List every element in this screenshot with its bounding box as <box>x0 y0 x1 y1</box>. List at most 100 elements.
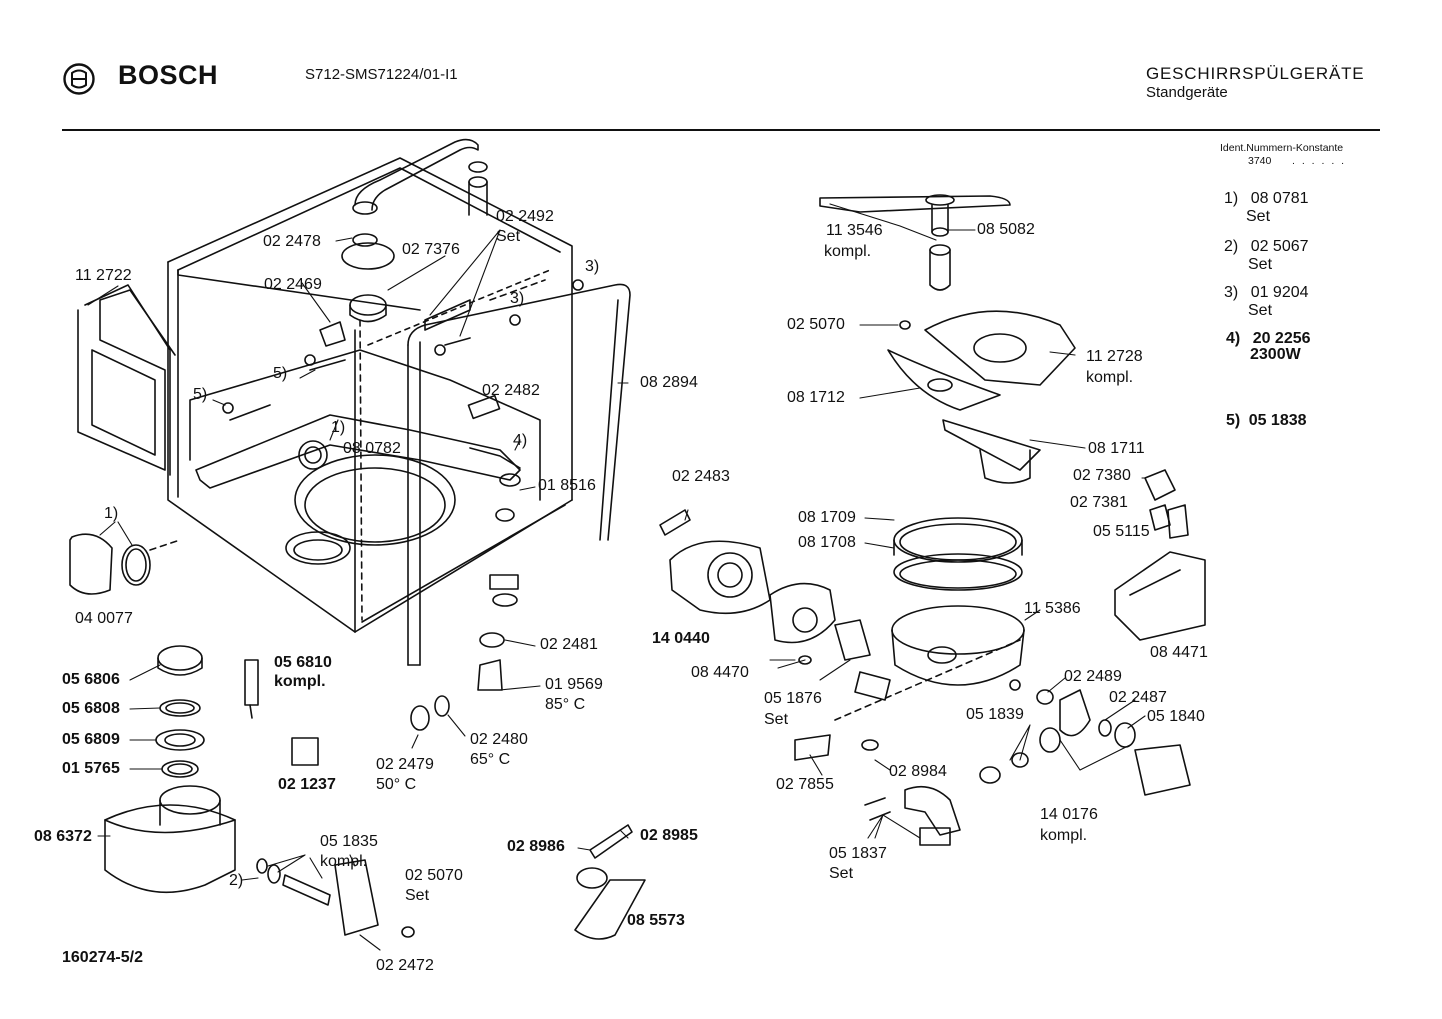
part-label: 05 1840 <box>1147 708 1205 725</box>
part-label: 02 2480 <box>470 731 528 748</box>
part-label-note: kompl. <box>824 243 872 260</box>
part-label: 02 2478 <box>263 233 321 250</box>
part-label: 01 9569 <box>545 676 603 693</box>
legend-item: 1) 08 0781 Set <box>1224 190 1309 226</box>
ident-code: 3740 <box>1248 155 1272 167</box>
part-label: 11 2728 <box>1086 348 1143 365</box>
legend-item: 4) 20 2256 2300W <box>1226 330 1311 364</box>
part-label: 02 2469 <box>264 276 322 293</box>
legend-code: 01 9204 <box>1250 284 1309 301</box>
model-number: S712-SMS71224/01-I1 <box>305 66 458 83</box>
legend-num: 5) <box>1226 412 1241 429</box>
part-label: 02 7855 <box>776 776 834 793</box>
part-label: 1) <box>331 419 346 436</box>
part-label: 01 8516 <box>538 477 596 494</box>
part-label: 05 1835 <box>320 833 378 850</box>
part-label: 02 5070 <box>787 316 845 333</box>
legend-note: Set <box>1246 208 1271 225</box>
legend-num: 1) <box>1224 190 1239 207</box>
part-label: 08 5573 <box>627 912 685 929</box>
part-label: 05 1839 <box>966 706 1024 723</box>
part-label: 02 7376 <box>402 241 460 258</box>
part-label: 05 1837 <box>829 845 887 862</box>
part-label: 08 4470 <box>691 664 749 681</box>
legend-item: 2) 02 5067 Set <box>1224 238 1309 274</box>
legend-num: 2) <box>1224 238 1239 255</box>
part-label-note: 65° C <box>470 751 511 768</box>
spray-arm-drawing <box>819 194 1011 291</box>
part-label: 02 2481 <box>540 636 598 653</box>
part-label-note: 50° C <box>376 776 417 793</box>
legend-code: 02 5067 <box>1250 238 1309 255</box>
part-label: 08 6372 <box>34 828 92 845</box>
legend-code: 20 2256 <box>1252 330 1311 347</box>
filter-assembly-drawing <box>887 310 1206 691</box>
legend-num: 3) <box>1224 284 1239 301</box>
legend-code: 05 1838 <box>1248 412 1307 429</box>
part-label: 08 1711 <box>1088 440 1145 457</box>
part-label: 08 1709 <box>798 509 856 526</box>
door-seal-drawing <box>77 284 176 476</box>
part-label: 02 1237 <box>278 776 336 793</box>
part-label: 11 2722 <box>75 267 132 284</box>
part-label: 08 4471 <box>1150 644 1208 661</box>
subcategory-title: Standgeräte <box>1146 84 1228 101</box>
left-parts-drawing <box>69 533 450 938</box>
bosch-logo-icon <box>63 63 95 95</box>
legend-note: Set <box>1248 302 1273 319</box>
legend-item: 3) 01 9204 Set <box>1224 284 1309 320</box>
part-label-note: kompl. <box>1040 827 1088 844</box>
part-label: 1) <box>104 505 119 522</box>
part-label: 11 5386 <box>1024 600 1081 617</box>
pump-drawing <box>659 509 1191 846</box>
part-label: 05 6808 <box>62 700 120 717</box>
part-label: 02 7381 <box>1070 494 1128 511</box>
part-label: 3) <box>510 290 525 307</box>
part-label: 08 0782 <box>343 440 401 457</box>
part-label-note: kompl. <box>320 853 368 870</box>
ident-label: Ident.Nummern-Konstante <box>1220 142 1344 154</box>
part-label: 4) <box>513 432 528 449</box>
part-label: 05 6809 <box>62 731 120 748</box>
part-label-note: Set <box>829 865 854 882</box>
part-label: 05 6806 <box>62 671 120 688</box>
ident-dots: . . . . . . <box>1292 155 1347 167</box>
part-label: 02 2482 <box>482 382 540 399</box>
part-label: 02 2492 <box>496 208 554 225</box>
part-label: 14 0440 <box>652 630 710 647</box>
part-label: 08 2894 <box>640 374 698 391</box>
part-label: 05 1876 <box>764 690 822 707</box>
part-label: 08 1708 <box>798 534 856 551</box>
part-label: 08 1712 <box>787 389 845 406</box>
part-label-note: Set <box>496 228 521 245</box>
part-label: 05 6810 <box>274 654 332 671</box>
legend-note: 2300W <box>1250 346 1301 363</box>
part-label: 02 8985 <box>640 827 698 844</box>
part-label: 01 5765 <box>62 760 120 777</box>
part-label: 14 0176 <box>1040 806 1098 823</box>
part-label-note: Set <box>764 711 789 728</box>
part-label: 3) <box>585 258 600 275</box>
part-label: 02 8984 <box>889 763 947 780</box>
part-label-note: kompl. <box>274 673 326 690</box>
tub-drawing <box>149 138 631 691</box>
part-label: 2) <box>229 872 244 889</box>
part-label: 02 2483 <box>672 468 730 485</box>
part-label: 5) <box>193 386 208 403</box>
legend-num: 4) <box>1226 330 1241 347</box>
part-label: 05 5115 <box>1093 523 1150 540</box>
part-label: 04 0077 <box>75 610 133 627</box>
part-label: 02 7380 <box>1073 467 1131 484</box>
part-label: 08 5082 <box>977 221 1035 238</box>
part-label: 5) <box>273 365 288 382</box>
part-label: 02 2489 <box>1064 668 1122 685</box>
part-label-note: Set <box>405 887 430 904</box>
part-label: 02 2487 <box>1109 689 1167 706</box>
part-label-note: 85° C <box>545 696 586 713</box>
part-label: 02 2479 <box>376 756 434 773</box>
legend-note: Set <box>1248 256 1273 273</box>
part-label: 11 3546 <box>826 222 883 239</box>
header-divider <box>62 129 1380 131</box>
part-label: 02 8986 <box>507 838 565 855</box>
